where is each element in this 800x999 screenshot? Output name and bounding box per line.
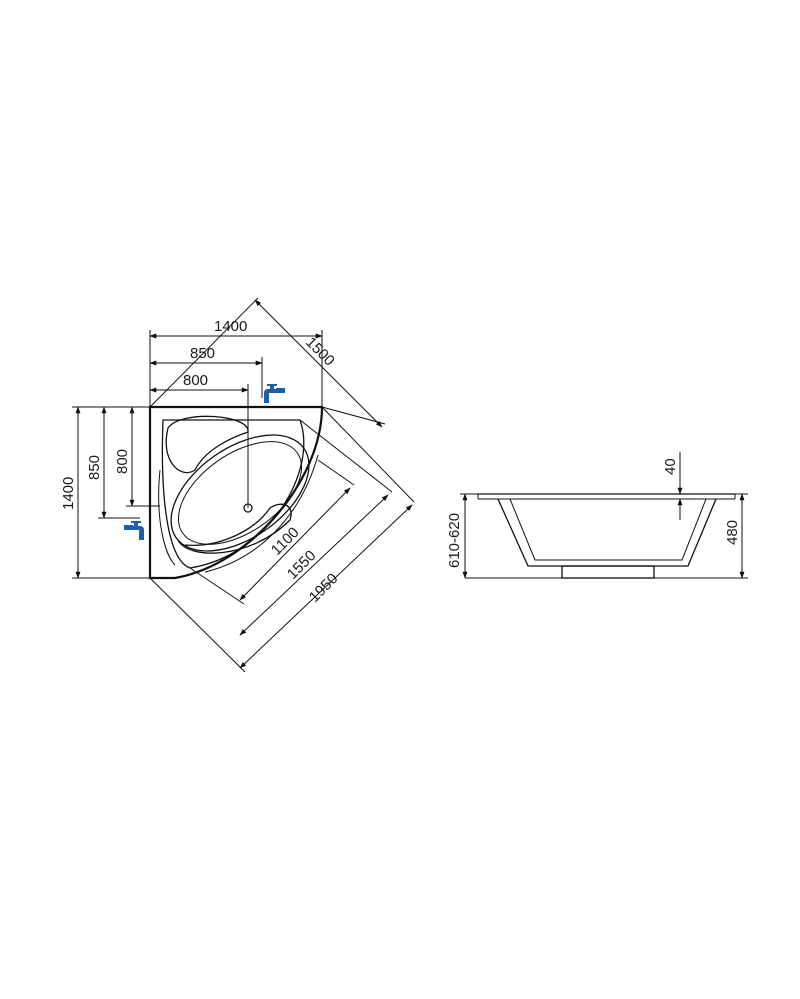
ext-line (317, 459, 355, 486)
ext-line (321, 406, 386, 425)
ext-line (321, 406, 415, 503)
dim-1400-width: 1400 (214, 318, 247, 335)
dim-40: 40 (662, 458, 679, 475)
ext-line (299, 419, 393, 493)
faucet-icon (124, 521, 144, 540)
ext-line (149, 297, 259, 408)
dim-1950-diagonal: 1950 (306, 570, 342, 606)
dim-480: 480 (724, 520, 741, 545)
dim-850-height: 850 (86, 455, 103, 480)
dim-1500-diagonal: 1500 (302, 334, 338, 370)
side-view: 40 480 610-620 (446, 452, 748, 579)
dim-line-1950-diagonal (239, 504, 413, 669)
tub-base (561, 565, 655, 579)
ext-line (149, 577, 246, 673)
dim-1400-height: 1400 (60, 477, 77, 510)
basin-rim (161, 419, 305, 569)
dim-line-1550-diagonal (239, 494, 389, 636)
tub-body-inner (509, 498, 707, 561)
dim-610-620: 610-620 (446, 513, 463, 568)
dim-line-1500-diagonal (254, 299, 383, 428)
seat-lobe (165, 415, 249, 474)
ext-line (189, 567, 245, 605)
dim-800-width: 800 (183, 372, 208, 389)
side-curve (158, 469, 176, 566)
plan-view: 1400 850 800 1400 850 800 1500 1100 1550… (60, 297, 415, 673)
faucet-icon (264, 384, 285, 403)
dim-800-height: 800 (114, 449, 131, 474)
